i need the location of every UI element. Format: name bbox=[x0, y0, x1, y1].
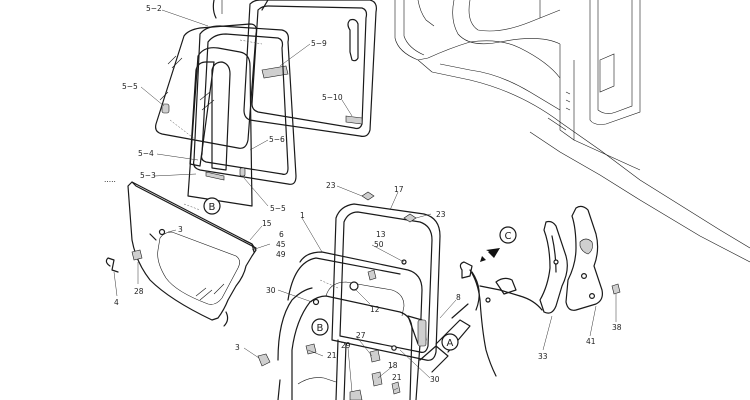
label-3: 3 bbox=[235, 343, 240, 352]
callout-b-top bbox=[203, 197, 221, 215]
label-38: 38 bbox=[612, 323, 622, 332]
washer-3 bbox=[257, 353, 271, 367]
label-30-left: 30 bbox=[266, 286, 276, 295]
label-17: 17 bbox=[394, 185, 404, 194]
cab-frame bbox=[394, 0, 750, 263]
label-18: 18 bbox=[388, 361, 398, 370]
label-21-left: 21 bbox=[327, 351, 337, 360]
hinge-brackets bbox=[539, 205, 621, 314]
callout-b-door-letter: B bbox=[317, 323, 324, 334]
label-5-3: 5−3 bbox=[140, 171, 156, 180]
label-5-5-top: 5−5 bbox=[122, 82, 138, 91]
label-dots: ..... bbox=[104, 175, 116, 184]
label-13: 13 bbox=[376, 230, 386, 239]
callout-b-door bbox=[311, 318, 329, 336]
label-8: 8 bbox=[456, 293, 461, 302]
label-27: 27 bbox=[356, 331, 366, 340]
label-5-10: 5−10 bbox=[322, 93, 343, 102]
main-door bbox=[277, 203, 441, 400]
label-5-4: 5−4 bbox=[138, 149, 154, 158]
label-23-left: 23 bbox=[326, 181, 336, 190]
callout-a bbox=[441, 333, 459, 351]
wiring-harness bbox=[419, 261, 543, 377]
label-50: 50 bbox=[374, 240, 384, 249]
label-28: 28 bbox=[134, 287, 144, 296]
label-1: 1 bbox=[300, 211, 305, 220]
label-3-small: 3 bbox=[178, 225, 183, 234]
arrow-c-head-icon bbox=[488, 248, 500, 258]
callout-c-letter: C bbox=[505, 231, 512, 242]
quarter-glass bbox=[187, 47, 253, 207]
label-21-bottom: 21 bbox=[392, 373, 402, 382]
seal-clips bbox=[361, 191, 417, 223]
label-30-bottom: 30 bbox=[430, 375, 440, 384]
label-45: 45 bbox=[276, 240, 286, 249]
label-23-right: 23 bbox=[436, 210, 446, 219]
reference-lines bbox=[169, 39, 339, 289]
label-41: 41 bbox=[586, 337, 596, 346]
rear-window-assembly bbox=[212, 0, 377, 137]
callout-a-letter: A bbox=[447, 338, 454, 349]
label-5-5-bottom: 5−5 bbox=[270, 204, 286, 213]
label-12: 12 bbox=[370, 305, 380, 314]
label-5-9: 5−9 bbox=[311, 39, 327, 48]
label-15: 15 bbox=[262, 219, 272, 228]
leader-lines bbox=[113, 9, 617, 393]
label-5-2: 5−2 bbox=[146, 4, 162, 13]
label-5-6: 5−6 bbox=[269, 135, 285, 144]
label-4: 4 bbox=[114, 298, 119, 307]
label-49: 49 bbox=[276, 250, 286, 259]
callout-b-top-letter: B bbox=[209, 202, 216, 213]
clip-parts bbox=[105, 249, 143, 273]
callout-c bbox=[499, 226, 517, 244]
side-window-glass bbox=[155, 23, 297, 185]
label-29: 29 bbox=[341, 341, 351, 350]
label-33: 33 bbox=[538, 352, 548, 361]
label-6: 6 bbox=[279, 230, 284, 239]
